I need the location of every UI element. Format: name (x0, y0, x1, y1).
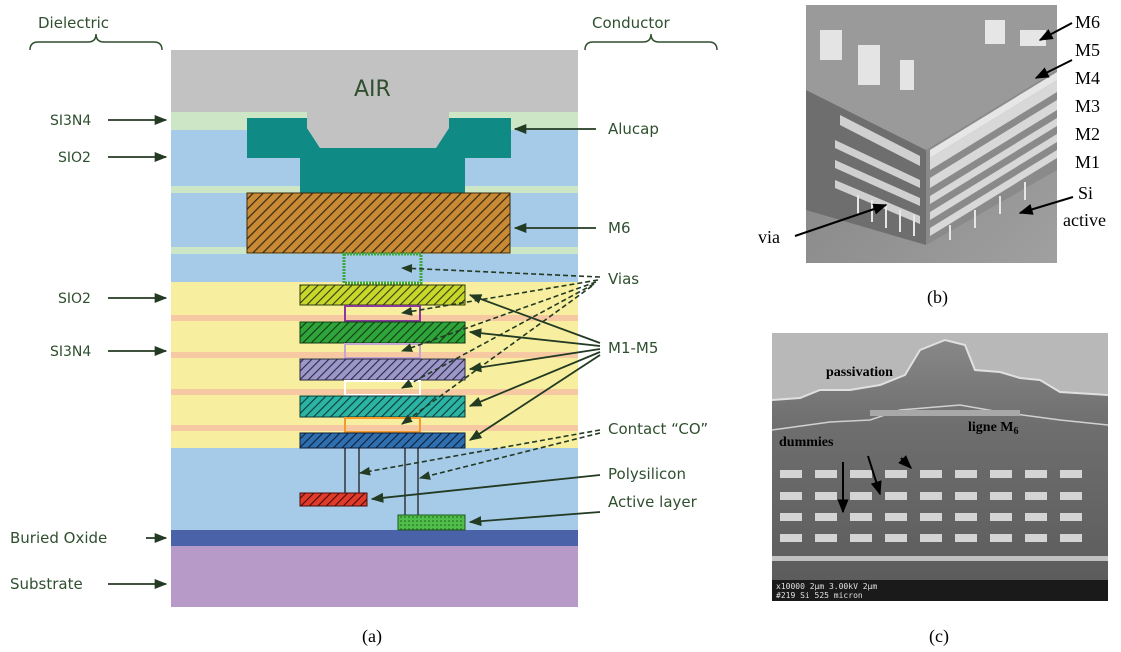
svg-text:Contact “CO”: Contact “CO” (608, 420, 708, 438)
right-label-m1-m5: M1-M5 (468, 294, 658, 441)
label-m1: M1 (1075, 152, 1100, 172)
label-m2: M2 (1075, 124, 1100, 144)
via-m5 (344, 305, 421, 322)
dummy-row-2 (780, 492, 1082, 500)
label-active: active (1063, 210, 1106, 230)
left-label-substrate: Substrate (10, 575, 168, 593)
label-m5: M5 (1075, 40, 1100, 60)
panel-a: Dielectric Conductor AIR (10, 14, 718, 647)
svg-text:SI3N4: SI3N4 (50, 113, 91, 129)
m3-block (299, 358, 466, 381)
via-m3 (344, 380, 421, 396)
passivation-label: passivation (826, 365, 893, 380)
nitride-stripe-3 (171, 389, 578, 395)
nitride-stripe-1 (171, 315, 578, 321)
passivation-surface (772, 333, 1108, 400)
air-layer (171, 50, 578, 112)
scale-text-2: #219 Si 525 micron (776, 591, 863, 600)
m6-block (246, 192, 511, 254)
svg-text:Alucap: Alucap (608, 120, 659, 138)
alucap-shape (247, 118, 511, 193)
scale-text: x10000 2µm 3.00kV 2µm (776, 582, 877, 591)
left-label-sio2-mid: SIO2 (58, 291, 168, 307)
bottom-line (772, 556, 1108, 561)
right-label-vias: Vias (400, 263, 639, 425)
m1-block (299, 432, 466, 449)
m5-block (299, 284, 466, 306)
svg-text:Vias: Vias (608, 270, 639, 288)
dummies-arrows (837, 455, 912, 514)
panel-b: M6 M5 M4 M3 M2 M1 Si active via (b) (758, 5, 1106, 308)
sio2-bottom-layer (171, 448, 578, 530)
m4-block (299, 321, 466, 344)
svg-text:SIO2: SIO2 (58, 150, 91, 166)
svg-text:M1-M5: M1-M5 (608, 339, 658, 357)
caption-a: (a) (362, 626, 382, 647)
right-label-alucap: Alucap (513, 120, 659, 138)
left-label-sio2-top: SIO2 (58, 150, 168, 166)
polysilicon-block (299, 492, 368, 507)
svg-text:Substrate: Substrate (10, 575, 83, 593)
dummies-label: dummies (779, 435, 834, 450)
active-layer-block (397, 514, 466, 531)
nitride-stripe-2 (171, 352, 578, 358)
svg-text:Polysilicon: Polysilicon (608, 465, 686, 483)
nitride-stripe-4 (171, 425, 578, 431)
alucap-inner-air (307, 112, 449, 148)
left-label-si3n4-mid: SI3N4 (50, 344, 168, 360)
metal-lines-right (930, 80, 1057, 236)
dummy-rows (772, 470, 1108, 561)
via-m2 (344, 417, 421, 433)
caption-b: (b) (927, 287, 948, 308)
svg-text:SI3N4: SI3N4 (50, 344, 91, 360)
via-m4 (344, 343, 421, 359)
ligne-m6-line (870, 410, 1020, 416)
passivation-inner (771, 404, 1109, 431)
right-label-polysilicon: Polysilicon (370, 465, 686, 503)
right-label-m6: M6 (513, 219, 631, 237)
left-label-buried-oxide: Buried Oxide (10, 529, 168, 547)
right-label-contact: Contact “CO” (358, 420, 708, 480)
buried-oxide-layer (171, 530, 578, 546)
passivation-edge (771, 338, 1109, 401)
panel-c: x10000 2µm 3.00kV 2µm #219 Si 525 micron… (771, 333, 1109, 647)
contact-co (344, 448, 419, 515)
conductor-brace (584, 33, 718, 51)
dielectric-header: Dielectric (38, 14, 109, 32)
label-via: via (758, 227, 780, 247)
dummy-row-1 (780, 470, 1082, 478)
svg-text:M6: M6 (608, 219, 631, 237)
conductor-header: Conductor (592, 14, 670, 32)
dielectric-brace (29, 33, 163, 51)
dummy-row-4 (780, 534, 1082, 542)
air-label: AIR (354, 77, 391, 102)
svg-text:SIO2: SIO2 (58, 291, 91, 307)
svg-text:Buried Oxide: Buried Oxide (10, 529, 107, 547)
label-m4: M4 (1075, 68, 1100, 88)
dummy-row-3 (780, 513, 1082, 521)
label-si: Si (1078, 183, 1093, 203)
left-label-si3n4-top: SI3N4 (50, 113, 168, 129)
substrate-layer (171, 546, 578, 607)
label-m6: M6 (1075, 12, 1100, 32)
m2-block (299, 395, 466, 418)
scale-bar-area (772, 580, 1108, 601)
svg-text:Active layer: Active layer (608, 493, 698, 511)
ligne-m6-label: ligne M6 (968, 420, 1019, 437)
label-m3: M3 (1075, 96, 1100, 116)
caption-c: (c) (929, 626, 949, 647)
right-label-active-layer: Active layer (468, 493, 698, 527)
metal-lines-left (820, 30, 920, 224)
